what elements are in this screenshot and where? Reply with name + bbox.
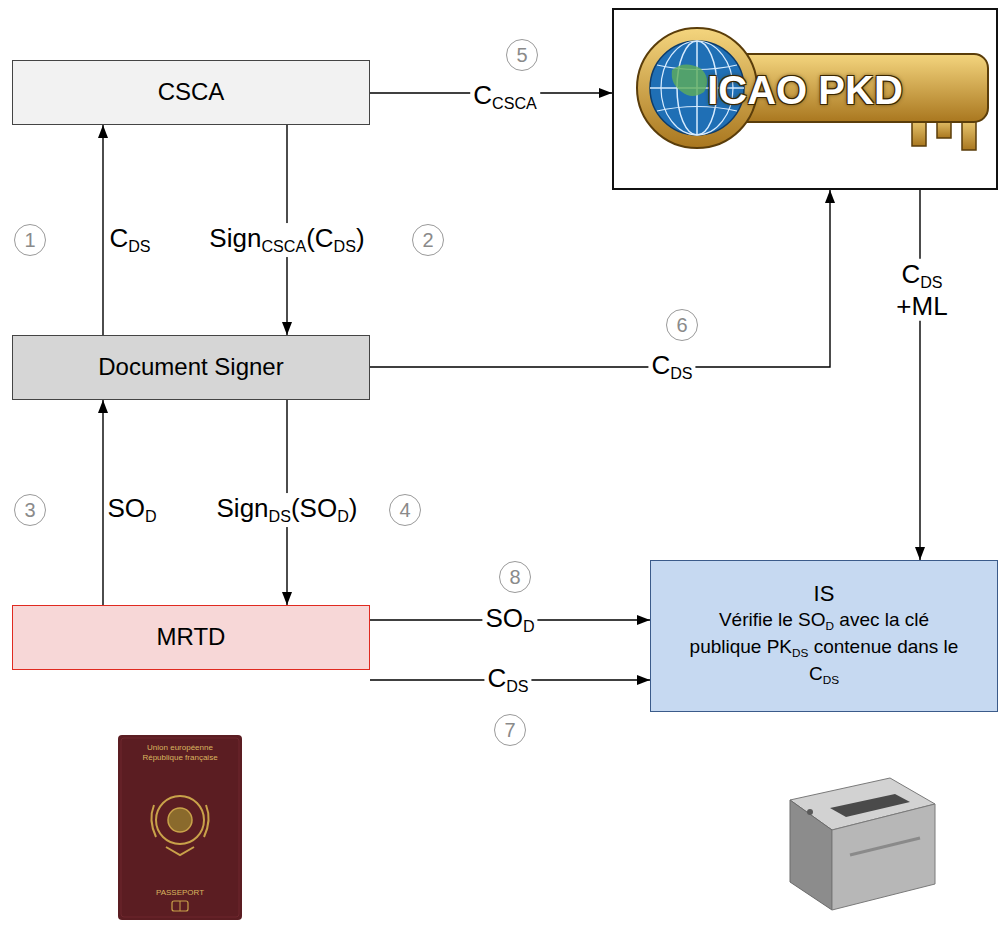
text-run: ICAO PKD bbox=[707, 68, 903, 112]
subscript-run: CSCA bbox=[492, 94, 537, 112]
text-run: IS bbox=[814, 581, 835, 606]
inspection-box: ISVérifie le SOD avec la clé publique PK… bbox=[650, 560, 998, 712]
text-run: 6 bbox=[676, 314, 687, 336]
passport-text: République française bbox=[142, 754, 217, 763]
document-box: MRTD bbox=[12, 605, 370, 670]
text-run: (C bbox=[306, 223, 333, 253]
node-title: ICAO PKD bbox=[707, 66, 903, 114]
connector-arrow bbox=[919, 190, 920, 560]
edge-label: CDS bbox=[648, 350, 695, 384]
subscript-run: CSCA bbox=[261, 237, 306, 255]
text-run: 3 bbox=[24, 499, 35, 521]
text-run: 1 bbox=[24, 229, 35, 251]
text-run: Vérifie le SO bbox=[719, 609, 826, 630]
edge-label: CCSCA bbox=[470, 80, 540, 114]
node-title: Document Signer bbox=[98, 353, 283, 382]
text-run: SO bbox=[107, 493, 145, 523]
subscript-run: DS bbox=[792, 646, 808, 659]
subscript-run: DS bbox=[823, 672, 839, 685]
edge-label: SignDS(SOD) bbox=[214, 493, 361, 527]
subscript-run: DS bbox=[334, 237, 356, 255]
text-run: ) bbox=[356, 223, 365, 253]
text-run: SO bbox=[485, 603, 523, 633]
connector-arrow bbox=[102, 125, 103, 335]
text-run: PASSEPORT bbox=[156, 888, 204, 897]
text-run: ) bbox=[349, 493, 358, 523]
text-run: C bbox=[901, 259, 920, 289]
pkd-box: ICAO PKD bbox=[612, 8, 998, 190]
text-run: C bbox=[473, 80, 492, 110]
callout-number: 2 bbox=[412, 224, 444, 256]
text-run: C bbox=[109, 223, 128, 253]
callout-number: 3 bbox=[14, 494, 46, 526]
node-title: IS bbox=[814, 581, 835, 607]
callout-number: 1 bbox=[14, 224, 46, 256]
text-run: C bbox=[487, 663, 506, 693]
subscript-run: D bbox=[145, 507, 157, 525]
text-run: Union européenne bbox=[147, 743, 213, 752]
edge-label: SignCSCA(CDS) bbox=[206, 223, 367, 257]
subscript-run: D bbox=[826, 619, 835, 632]
passport-text: PASSEPORT bbox=[156, 889, 204, 898]
subscript-run: DS bbox=[506, 677, 528, 695]
node-body: Vérifie le SOD avec la clé publique PKDS… bbox=[684, 607, 964, 687]
edge-label: SOD bbox=[482, 603, 537, 637]
edge-label: CDS +ML bbox=[893, 259, 950, 321]
process-box: Document Signer bbox=[12, 335, 370, 400]
text-run: 8 bbox=[509, 566, 520, 588]
text-run: CSCA bbox=[158, 78, 225, 105]
subscript-run: D bbox=[523, 617, 535, 635]
text-run: MRTD bbox=[157, 623, 226, 650]
text-run: 5 bbox=[516, 44, 527, 66]
callout-number: 6 bbox=[666, 309, 698, 341]
subscript-run: DS bbox=[128, 237, 150, 255]
text-run: C bbox=[651, 350, 670, 380]
passport-text: Union européenne bbox=[147, 744, 213, 753]
text-run: Document Signer bbox=[98, 353, 283, 380]
subscript-run: DS bbox=[269, 507, 291, 525]
text-run: 2 bbox=[422, 229, 433, 251]
text-run: République française bbox=[142, 753, 217, 762]
reader-illustration bbox=[770, 760, 945, 920]
connector-arrow bbox=[370, 190, 830, 367]
text-run: 4 bbox=[399, 499, 410, 521]
text-run: (SO bbox=[291, 493, 337, 523]
callout-number: 8 bbox=[499, 561, 531, 593]
node-title: MRTD bbox=[157, 623, 226, 652]
node-title: CSCA bbox=[158, 78, 225, 107]
callout-number: 4 bbox=[389, 494, 421, 526]
edge-label: SOD bbox=[104, 493, 159, 527]
text-run: 7 bbox=[504, 719, 515, 741]
subscript-run: DS bbox=[920, 273, 942, 291]
subscript-run: D bbox=[337, 507, 349, 525]
edge-label: CDS bbox=[484, 663, 531, 697]
subscript-run: DS bbox=[670, 364, 692, 382]
callout-number: 7 bbox=[494, 714, 526, 746]
text-run: Sign bbox=[217, 493, 269, 523]
text-run: +ML bbox=[896, 291, 947, 321]
text-run: Sign bbox=[209, 223, 261, 253]
callout-number: 5 bbox=[506, 39, 538, 71]
edge-label: CDS bbox=[106, 223, 153, 257]
process-box: CSCA bbox=[12, 60, 370, 125]
